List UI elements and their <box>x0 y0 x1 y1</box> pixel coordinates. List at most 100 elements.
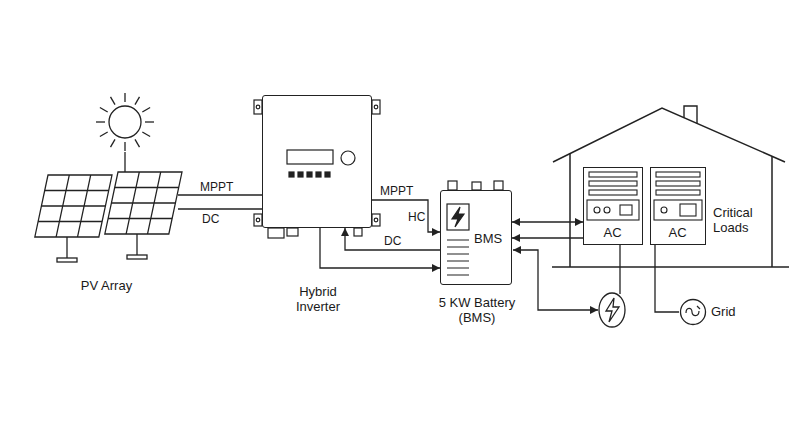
battery-details <box>452 207 464 227</box>
meter-symbol <box>606 298 619 322</box>
inverter-details <box>289 172 294 177</box>
inverter-details <box>254 214 262 226</box>
distribution-panel-details <box>589 181 637 186</box>
meter-wire <box>513 245 620 310</box>
inverter-details <box>298 172 303 177</box>
distribution-panel-details <box>589 190 637 195</box>
sun-ray <box>100 108 108 113</box>
solar-panel <box>136 234 137 255</box>
connector <box>372 200 440 232</box>
sun-symbol <box>96 93 154 172</box>
connector <box>655 245 679 312</box>
inverter-details <box>316 172 321 177</box>
inverter-details <box>341 151 355 165</box>
inverter-details <box>254 100 262 114</box>
signal-label: HC <box>406 210 427 224</box>
distribution-panel-details <box>656 172 700 177</box>
distribution-panel-details <box>594 207 600 213</box>
sun-symbol <box>96 93 154 151</box>
battery-details <box>447 204 469 230</box>
inverter-details <box>287 228 298 236</box>
inverter-details <box>256 105 260 109</box>
distribution-panel-details <box>587 172 702 220</box>
battery-details <box>448 181 457 190</box>
sun-ray <box>142 132 150 137</box>
sun-ray <box>145 121 154 122</box>
grid-symbol <box>681 300 706 325</box>
solar-panel <box>105 172 182 234</box>
house-wall <box>570 154 772 267</box>
distribution-panel: AC <box>650 167 706 245</box>
sun-symbol <box>124 152 125 172</box>
ac-label: AC <box>651 225 704 240</box>
sun-ray <box>100 132 108 137</box>
connector <box>178 208 262 209</box>
inverter-details <box>354 228 362 236</box>
edge-label: DC <box>200 212 221 226</box>
distribution-panel-details <box>587 200 639 220</box>
sun-ray <box>111 97 116 105</box>
sun-ray <box>135 139 140 147</box>
edge-label: DC <box>382 234 403 248</box>
inverter-details <box>374 105 378 109</box>
sun-ray <box>111 139 116 147</box>
connector <box>512 221 583 222</box>
solar-panel <box>57 258 77 262</box>
pv-array: PV Array <box>35 160 178 295</box>
distribution-panel: AC <box>583 167 643 245</box>
inverter-details <box>374 218 378 222</box>
solar-panel <box>127 255 147 259</box>
node-label: 5 KW Battery (BMS) <box>432 295 522 325</box>
sun-ray <box>96 121 105 122</box>
distribution-panel-details <box>589 172 637 177</box>
inverter-details <box>287 150 333 164</box>
inverter-details <box>256 218 260 222</box>
ac-label: AC <box>584 225 641 240</box>
edge-label: MPPT <box>378 184 415 198</box>
sun-symbol <box>109 106 141 138</box>
connector <box>512 237 583 238</box>
node-label: Critical Loads <box>713 205 768 235</box>
edge-label: MPPT <box>198 180 235 194</box>
sun-ray <box>124 142 125 151</box>
solar-panel <box>105 172 182 234</box>
distribution-panel-details <box>654 200 702 220</box>
inverter-details <box>268 228 284 238</box>
solar-panel <box>35 175 112 237</box>
meter-wire <box>513 250 598 310</box>
battery-details <box>447 181 503 275</box>
distribution-panel-details <box>656 190 700 195</box>
grid-symbol <box>679 297 709 327</box>
solar-panel <box>66 237 67 258</box>
meter-symbol <box>599 293 625 327</box>
roof <box>553 108 785 162</box>
inverter-details <box>372 214 380 226</box>
meter-symbol <box>599 293 625 327</box>
distribution-panel-details <box>604 207 610 213</box>
inverter-details <box>325 172 330 177</box>
connector <box>320 228 440 268</box>
solar-panel <box>35 175 112 237</box>
grid-symbol <box>686 306 700 316</box>
solar-panel <box>35 175 112 237</box>
node-label: Hybrid Inverter <box>283 284 353 314</box>
battery-box: BMS5 KW Battery (BMS) <box>440 190 512 285</box>
meter-wire <box>619 245 620 294</box>
inverter-details <box>307 172 312 177</box>
grid-node: Grid <box>679 297 741 327</box>
ground-line <box>552 266 789 268</box>
inverter-details <box>372 100 380 114</box>
inverter-box: Hybrid Inverter <box>262 95 372 228</box>
battery-details <box>447 240 469 275</box>
house-outline <box>550 105 790 268</box>
node-label: Grid <box>711 304 751 319</box>
distribution-panel-details <box>680 204 696 216</box>
sun-ray <box>124 93 125 102</box>
connector <box>345 228 440 250</box>
sun-ray <box>142 108 150 113</box>
distribution-panel-details <box>620 205 632 215</box>
